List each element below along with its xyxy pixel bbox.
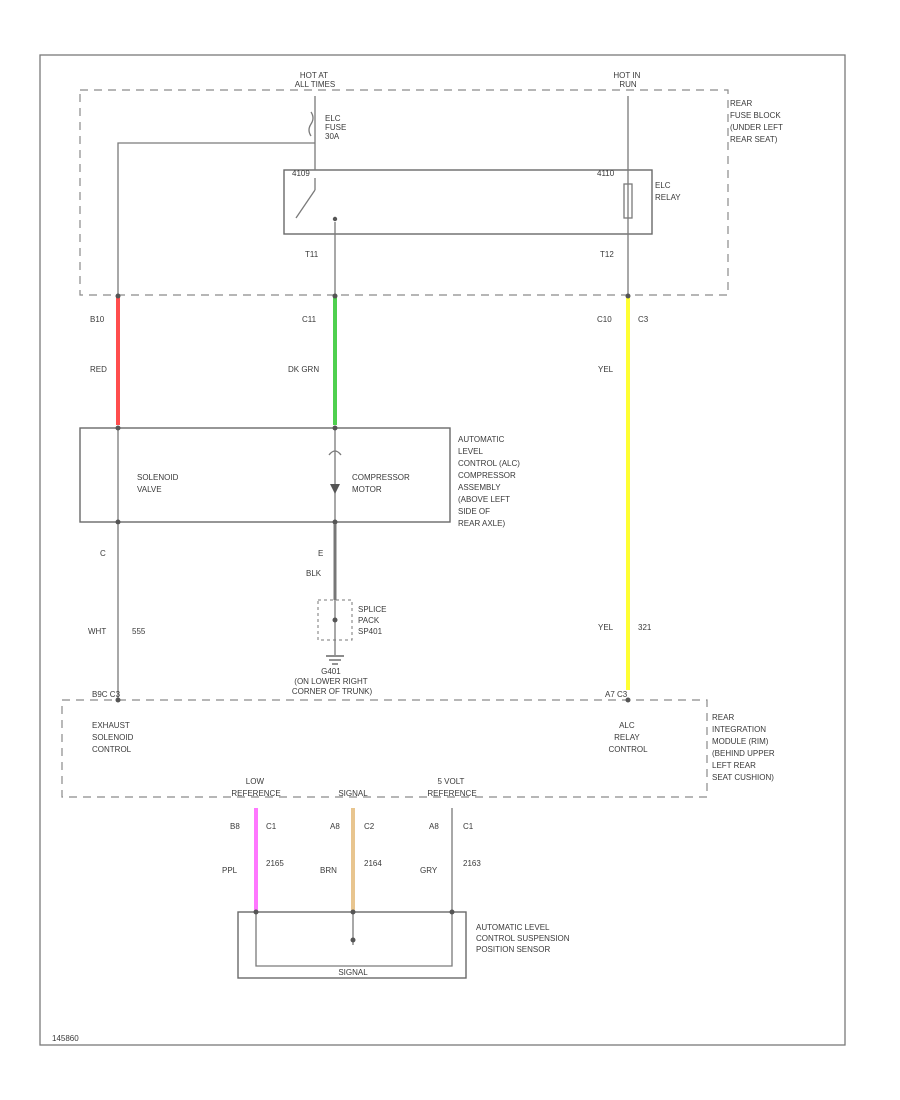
ground-g401-symbol — [326, 655, 344, 665]
purple-wire-conn: C1 — [266, 822, 277, 831]
elc-fuse-symbol — [308, 111, 314, 137]
white-wire-pin: C — [100, 549, 106, 558]
5-volt-reference-label: 5 VOLT REFERENCE — [427, 777, 476, 798]
yellow2-wire-circuit: 321 — [638, 623, 652, 632]
red-wire-color: RED — [90, 365, 107, 374]
yellow2-wire-color: YEL — [598, 623, 614, 632]
purple-wire-circuit: 2165 — [266, 859, 284, 868]
purple-wire-color: PPL — [222, 866, 238, 875]
black-wire-pin: E — [318, 549, 323, 558]
splice-pack-symbol — [317, 599, 353, 641]
compressor-assembly-box — [79, 427, 451, 523]
gray-wire-conn: C1 — [463, 822, 474, 831]
connector-dots — [115, 293, 631, 525]
red-wire-pin: B10 — [90, 315, 105, 324]
elc-relay-box — [283, 169, 653, 235]
relay-switch-terminal — [332, 216, 338, 222]
yellow-wire-color: YEL — [598, 365, 614, 374]
sensor-wiper-dot — [350, 937, 356, 943]
fuse-block-label: REAR FUSE BLOCK (UNDER LEFT REAR SEAT) — [730, 99, 785, 144]
relay-pin-top-left: 4109 — [292, 169, 310, 178]
compressor-assembly-label: AUTOMATIC LEVEL CONTROL (ALC) COMPRESSOR… — [458, 435, 522, 528]
sensor-pin-c — [449, 909, 455, 915]
low-reference-label: LOW REFERENCE — [231, 777, 280, 798]
splice-dot — [332, 617, 338, 623]
green-wire-pin: C11 — [302, 315, 317, 324]
white-wire-circuit: 555 — [132, 627, 146, 636]
elc-fuse-label: ELC FUSE 30A — [325, 114, 349, 141]
motor-arc-symbol — [328, 450, 342, 456]
gray-wire-color: GRY — [420, 866, 438, 875]
rim-connector-right — [625, 697, 631, 703]
elc-relay-label: ELC RELAY — [655, 181, 681, 202]
sensor-inner-label: SIGNAL — [338, 968, 368, 977]
sensor-pin-b — [350, 909, 356, 915]
hot-at-all-times-label: HOT AT ALL TIMES — [295, 71, 335, 89]
compressor-motor-label: COMPRESSOR MOTOR — [352, 473, 412, 494]
solenoid-valve-label: SOLENOID VALVE — [137, 473, 181, 494]
brown-wire-circuit: 2164 — [364, 859, 382, 868]
motor-diode-symbol — [330, 484, 340, 494]
relay-pin-top-right: 4110 — [597, 169, 615, 178]
diagram-code: 145860 — [52, 1034, 79, 1043]
fuse-block-outline — [79, 89, 729, 296]
signal-label: SIGNAL — [338, 789, 368, 798]
pin-t12: T12 — [600, 250, 614, 259]
purple-wire-pin: B8 — [230, 822, 240, 831]
relay-coil-symbol — [623, 183, 633, 219]
sensor-pin-a — [253, 909, 259, 915]
rim-label: REAR INTEGRATION MODULE (RIM) (BEHIND UP… — [712, 713, 777, 782]
gray-wire-circuit: 2163 — [463, 859, 481, 868]
fuse-branch-wire — [117, 142, 315, 295]
outer-frame — [39, 54, 846, 1046]
ground-label: G401 (ON LOWER RIGHT CORNER OF TRUNK) — [292, 667, 373, 696]
relay-switch-contact — [295, 189, 316, 219]
pin-t11: T11 — [305, 250, 319, 259]
brown-wire-pin: A8 — [330, 822, 340, 831]
brown-wire-conn: C2 — [364, 822, 375, 831]
hot-in-run-label: HOT IN RUN — [613, 71, 642, 89]
alc-relay-control-label: ALC RELAY CONTROL — [608, 721, 648, 754]
yellow-wire-conn: C3 — [638, 315, 649, 324]
sensor-internal-loop — [255, 914, 453, 967]
splice-pack-label: SPLICE PACK SP401 — [358, 605, 389, 636]
rim-connector-left — [115, 697, 121, 703]
exhaust-solenoid-label: EXHAUST SOLENOID CONTROL — [92, 721, 136, 754]
brown-wire-color: BRN — [320, 866, 337, 875]
position-sensor-label: AUTOMATIC LEVEL CONTROL SUSPENSION POSIT… — [476, 923, 572, 954]
gray-wire-pin: A8 — [429, 822, 439, 831]
rim-pin-right: A7 C3 — [605, 690, 628, 699]
green-wire-color: DK GRN — [288, 365, 319, 374]
yellow-wire-pin: C10 — [597, 315, 612, 324]
white-wire-color: WHT — [88, 627, 106, 636]
black-wire-color: BLK — [306, 569, 322, 578]
rim-pin-left: B9C C3 — [92, 690, 121, 699]
rim-outline — [61, 699, 708, 798]
